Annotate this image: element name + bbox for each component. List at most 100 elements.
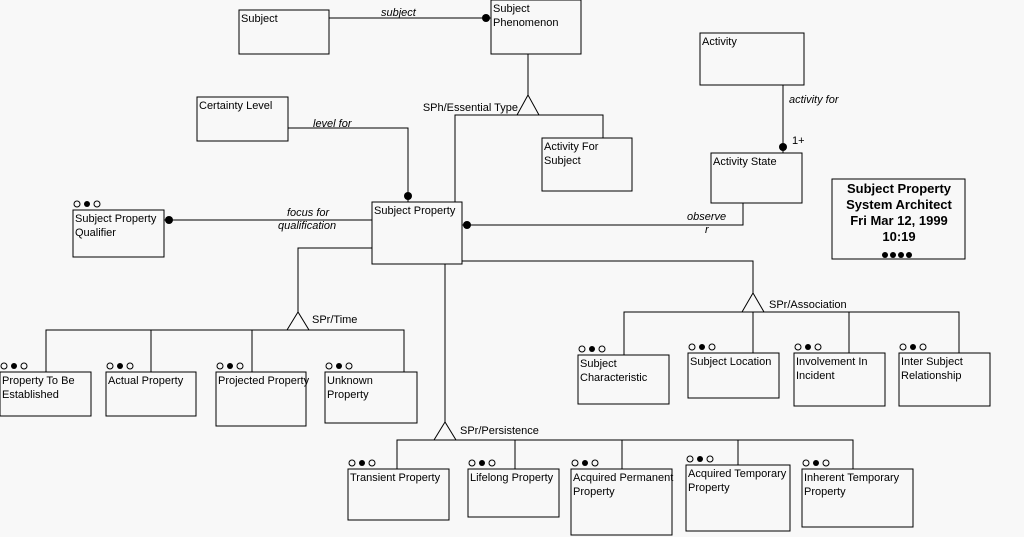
entity-subject[interactable]: Subject bbox=[238, 9, 330, 55]
subtype-marker-dot bbox=[73, 200, 81, 208]
entity-label: Certainty Level bbox=[199, 100, 272, 112]
entity-transient-property[interactable]: Transient Property bbox=[347, 459, 450, 521]
title-block: Subject Property System Architect Fri Ma… bbox=[831, 178, 966, 260]
entity-label: Subject Property bbox=[75, 213, 157, 225]
subtype-marker-dot bbox=[106, 362, 114, 370]
entity-label: Subject bbox=[580, 358, 617, 370]
subtype-marker-dot bbox=[822, 459, 830, 467]
persistence-label: SPr/Persistence bbox=[460, 425, 539, 437]
subtype-marker-dot bbox=[706, 455, 714, 463]
subtype-marker-dot bbox=[589, 346, 595, 352]
entity-activity-state[interactable]: Activity State bbox=[710, 152, 803, 204]
subtype-marker-dot bbox=[910, 344, 916, 350]
entity-box bbox=[105, 371, 197, 417]
subtype-marker-dot bbox=[84, 201, 90, 207]
subtype-marker-dot bbox=[117, 363, 123, 369]
entity-lifelong-property[interactable]: Lifelong Property bbox=[467, 459, 560, 518]
entity-label: Subject bbox=[241, 13, 278, 25]
subtype-marker-dot bbox=[582, 460, 588, 466]
subtype-marker-dot bbox=[578, 345, 586, 353]
subtype-marker-dot bbox=[479, 460, 485, 466]
subtype-marker-dot bbox=[236, 362, 244, 370]
entity-subject-location[interactable]: Subject Location bbox=[687, 343, 780, 399]
entity-label: Property bbox=[327, 389, 369, 401]
entity-box bbox=[238, 9, 330, 55]
entity-subject-property[interactable]: Subject Property bbox=[371, 201, 463, 265]
observer-label: observe bbox=[687, 211, 726, 223]
entity-label: Established bbox=[2, 389, 59, 401]
observer-line bbox=[462, 203, 744, 226]
entity-activity[interactable]: Activity bbox=[699, 32, 805, 86]
entity-box bbox=[687, 352, 780, 399]
subtype-marker-dot bbox=[591, 459, 599, 467]
title-dot bbox=[898, 252, 904, 258]
title-dot bbox=[882, 252, 888, 258]
title-line-3: Fri Mar 12, 1999 bbox=[850, 213, 948, 228]
subtype-marker-dot bbox=[359, 460, 365, 466]
entity-projected-property[interactable]: Projected Property bbox=[215, 362, 310, 427]
subtype-marker-dot bbox=[899, 343, 907, 351]
activity-for-end-dot bbox=[779, 143, 787, 151]
entity-label: Property bbox=[804, 486, 846, 498]
entity-box bbox=[699, 32, 805, 86]
title-dot bbox=[906, 252, 912, 258]
subtype-marker-dot bbox=[368, 459, 376, 467]
entity-label: Incident bbox=[796, 370, 835, 382]
entity-label: Subject bbox=[544, 155, 581, 167]
subtype-marker-dot bbox=[227, 363, 233, 369]
entity-label: Subject Location bbox=[690, 356, 771, 368]
connector-lines bbox=[45, 17, 960, 469]
subtype-marker-dot bbox=[686, 455, 694, 463]
entity-box bbox=[371, 201, 463, 265]
entity-box bbox=[196, 96, 289, 142]
entity-box bbox=[577, 354, 670, 405]
entity-label: Characteristic bbox=[580, 372, 648, 384]
subtype-marker-dot bbox=[336, 363, 342, 369]
entity-box bbox=[467, 468, 560, 518]
subtype-marker-dot bbox=[20, 362, 28, 370]
level-for-line bbox=[288, 127, 409, 202]
title-dot bbox=[890, 252, 896, 258]
entity-label: Property bbox=[573, 486, 615, 498]
subject-label: subject bbox=[381, 7, 417, 19]
entity-label: Acquired Permanent bbox=[573, 472, 673, 484]
subtype-marker-dot bbox=[708, 343, 716, 351]
subtype-marker-dot bbox=[348, 459, 356, 467]
entity-box bbox=[685, 464, 791, 532]
entity-certainty-level[interactable]: Certainty Level bbox=[196, 96, 289, 142]
persistence-triangle bbox=[433, 421, 457, 441]
entity-property-to-be-established[interactable]: Property To Be Established bbox=[0, 362, 92, 417]
subtype-marker-dot bbox=[697, 456, 703, 462]
subtype-marker-dot bbox=[488, 459, 496, 467]
entity-label: Inherent Temporary bbox=[804, 472, 900, 484]
subtype-marker-dot bbox=[598, 345, 606, 353]
entity-box bbox=[347, 468, 450, 521]
entity-label: Qualifier bbox=[75, 227, 116, 239]
entity-label: Property bbox=[688, 482, 730, 494]
subtype-marker-dot bbox=[802, 459, 810, 467]
activity-for-label: activity for bbox=[789, 94, 840, 106]
entity-label: Acquired Temporary bbox=[688, 468, 787, 480]
subtype-marker-dot bbox=[216, 362, 224, 370]
entity-label: Property To Be bbox=[2, 375, 75, 387]
entity-box bbox=[72, 209, 165, 258]
entity-box bbox=[0, 371, 92, 417]
subtype-marker-dot bbox=[0, 362, 8, 370]
entity-box bbox=[215, 371, 307, 427]
entity-actual-property[interactable]: Actual Property bbox=[105, 362, 197, 417]
entity-box bbox=[793, 352, 886, 407]
essential-type-label: SPh/Essential Type bbox=[423, 102, 518, 114]
entity-box bbox=[490, 0, 582, 55]
subtype-marker-dot bbox=[126, 362, 134, 370]
